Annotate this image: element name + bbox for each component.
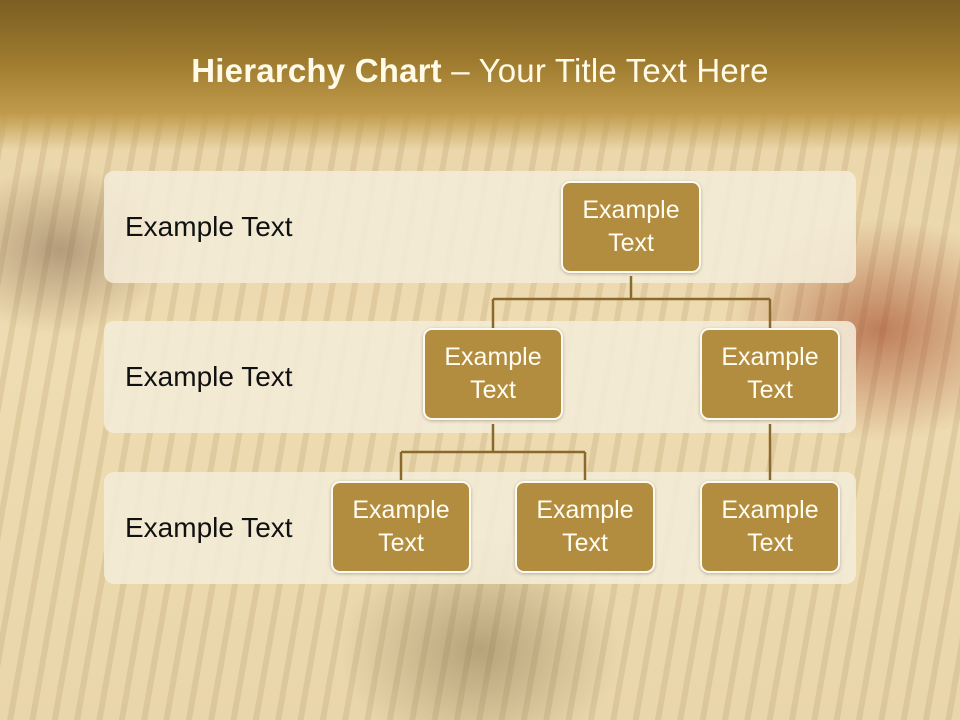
node-level2-left: Example Text	[423, 328, 563, 420]
band-label-1: Example Text	[125, 211, 293, 242]
node-root: Example Text	[561, 181, 701, 273]
band-label-2: Example Text	[125, 361, 293, 392]
node-level3-b: Example Text	[515, 481, 655, 573]
title-bar	[0, 0, 960, 150]
node-level3-a: Example Text	[331, 481, 471, 573]
title-rest-part: – Your Title Text Here	[441, 52, 769, 89]
node-level3-c: Example Text	[700, 481, 840, 573]
slide-title: Hierarchy Chart – Your Title Text Here	[0, 52, 960, 90]
node-level2-right: Example Text	[700, 328, 840, 420]
band-label-3: Example Text	[125, 512, 293, 543]
level-band-1: Example Text	[104, 171, 856, 283]
title-bold-part: Hierarchy Chart	[191, 52, 442, 89]
